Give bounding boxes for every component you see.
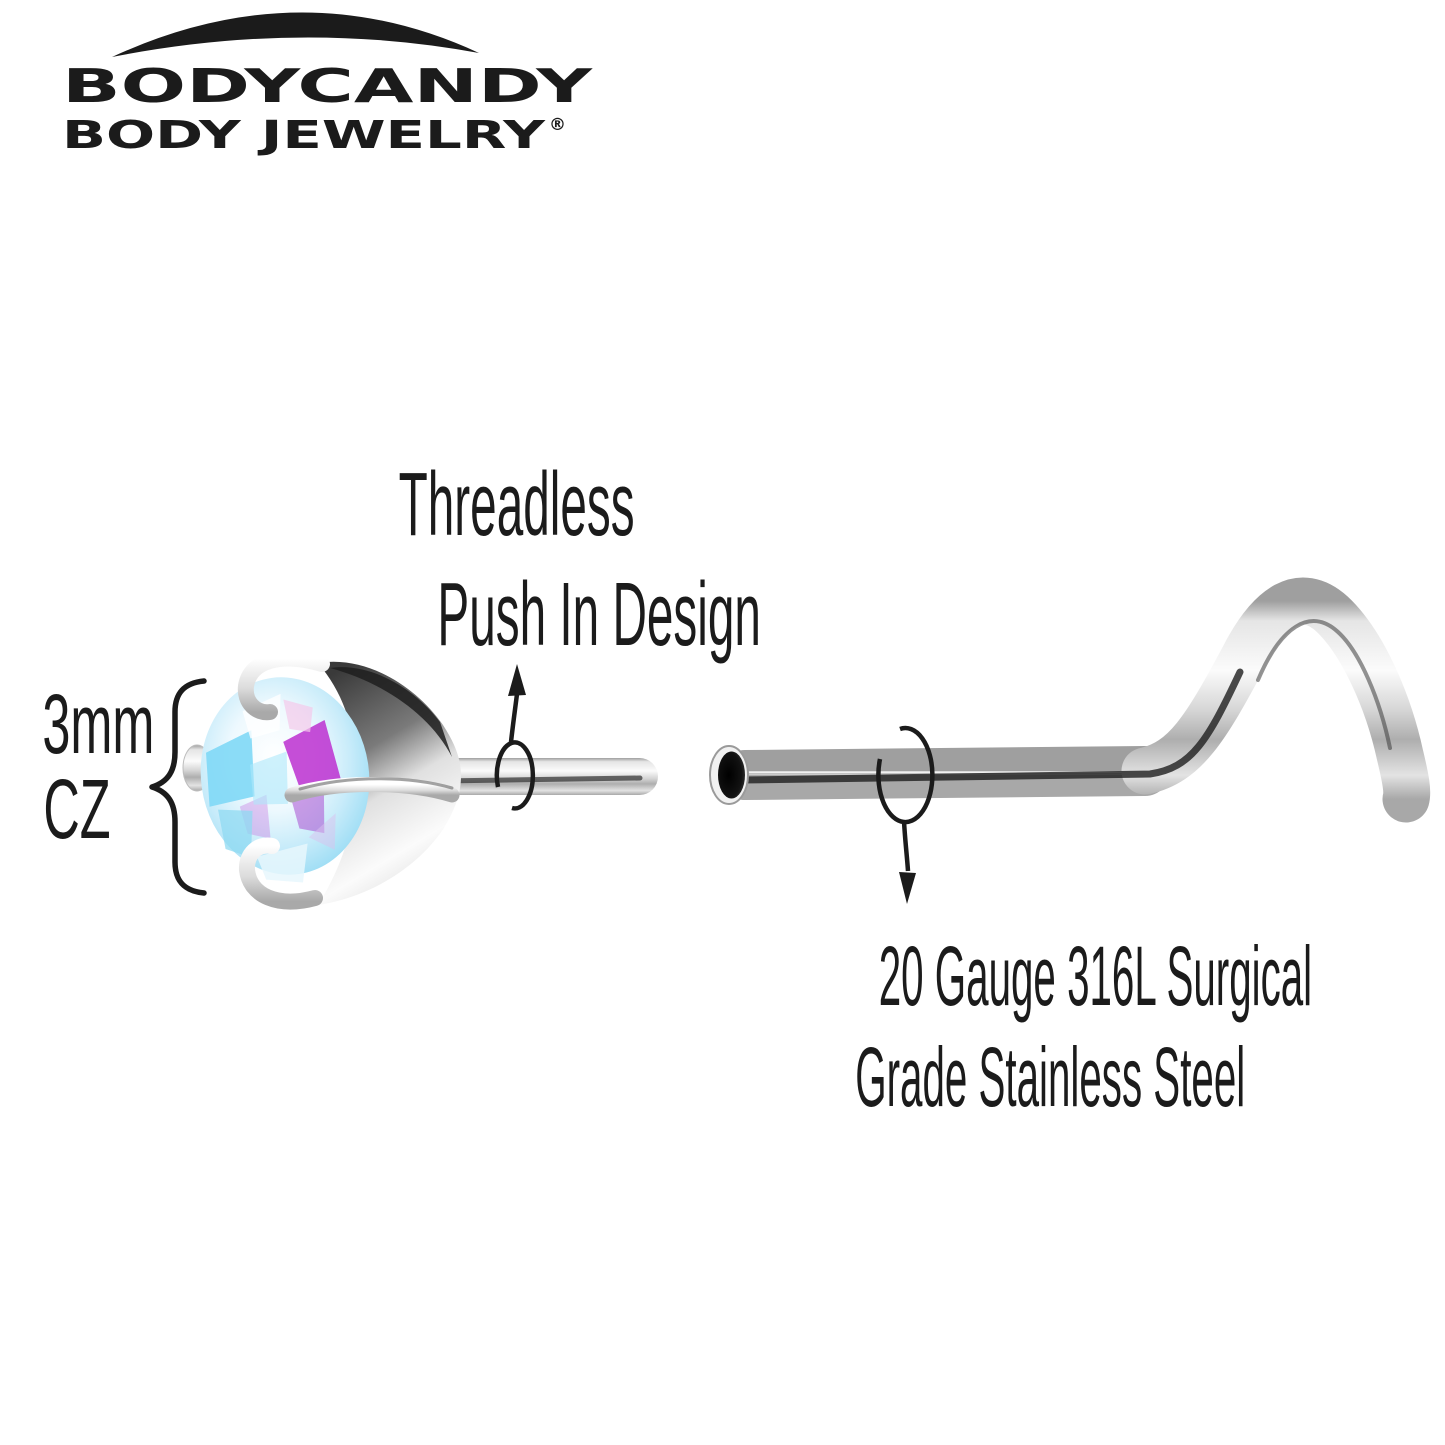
- screw-curl: [1121, 577, 1431, 823]
- prong-front-edge: [298, 777, 454, 791]
- gem-facet: [205, 730, 255, 807]
- size-label-line1: 3mm: [42, 677, 155, 771]
- gem-facet: [218, 809, 253, 858]
- brand-logo: BODYCANDY BODY JEWELRY®: [62, 12, 593, 157]
- brand-wordmark: BODYCANDY: [62, 59, 593, 113]
- design-label: Threadless Push In Design: [294, 450, 761, 670]
- material-label-line1: 20 Gauge 316L Surgical: [878, 929, 1313, 1023]
- size-label-line2: CZ: [43, 762, 111, 856]
- arrow-up-icon: [508, 664, 526, 696]
- prong-front: [284, 777, 460, 803]
- stud-pin: [424, 758, 658, 795]
- design-label-line1: Threadless: [398, 455, 635, 555]
- curly-brace-icon: [149, 678, 207, 896]
- gem-facet: [308, 813, 336, 850]
- swoosh-icon: [112, 12, 479, 57]
- annotations: [494, 664, 935, 904]
- gem-facet: [283, 699, 313, 733]
- tube-opening: [718, 751, 745, 799]
- stud-pin-reflection: [437, 775, 643, 784]
- gem-setting-shadow: [330, 667, 452, 757]
- arrow-down-icon: [899, 872, 916, 904]
- arrow-down-line: [901, 820, 911, 872]
- arrow-up-line: [508, 693, 520, 743]
- prong-bottom: [239, 837, 323, 910]
- screw-post-reflection: [738, 668, 1244, 784]
- threadless-stud: [182, 650, 658, 910]
- design-label-line2: Push In Design: [437, 565, 761, 665]
- rotation-oval-pin-icon: [494, 740, 536, 811]
- rotation-oval-post-icon: [876, 725, 935, 825]
- gem-facet: [283, 719, 342, 798]
- gem-facet: [256, 843, 308, 883]
- size-label: 3mm CZ: [5, 682, 154, 856]
- gem-facet: [250, 751, 288, 805]
- prong-top: [237, 650, 330, 721]
- material-label: 20 Gauge 316L Surgical Grade Stainless S…: [644, 926, 1312, 1128]
- material-label-line2: Grade Stainless Steel: [855, 1030, 1246, 1124]
- nose-screw: [709, 577, 1431, 823]
- brand-tagline: BODY JEWELRY®: [62, 113, 566, 157]
- brand-tagline-text: BODY JEWELRY: [62, 113, 546, 157]
- registered-mark: ®: [549, 115, 566, 135]
- screw-curl-reflection: [1256, 619, 1392, 750]
